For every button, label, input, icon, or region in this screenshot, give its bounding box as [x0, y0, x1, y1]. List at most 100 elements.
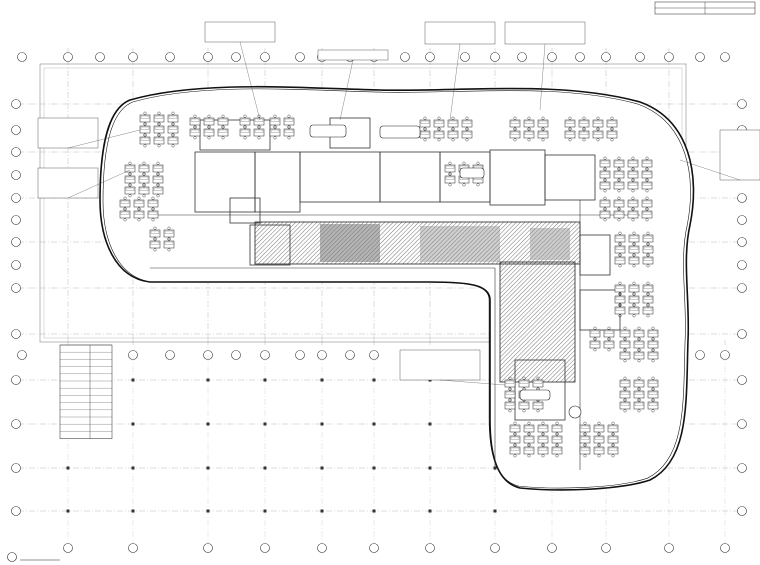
chair	[618, 314, 622, 318]
grid-bubble-left	[11, 506, 21, 516]
chair	[123, 196, 127, 200]
column-marker	[131, 422, 135, 426]
chair	[156, 194, 160, 198]
chair	[243, 136, 247, 140]
grid-bubble-top	[400, 52, 410, 62]
chair	[221, 136, 225, 140]
desk-divider	[620, 352, 630, 356]
desk-divider	[150, 241, 160, 245]
grid-bubble-top	[460, 52, 470, 62]
desk-divider	[594, 425, 604, 429]
chair	[651, 348, 655, 352]
desk-divider	[552, 447, 562, 451]
chair	[151, 207, 155, 211]
chair	[508, 387, 512, 391]
conference-table	[309, 124, 347, 138]
column-marker	[66, 466, 70, 470]
chair	[611, 454, 615, 458]
grid-bubble-left	[11, 125, 21, 135]
chair	[257, 136, 261, 140]
callout-leader	[67, 129, 141, 149]
desk-divider	[505, 402, 515, 406]
chair	[171, 111, 175, 115]
chair	[137, 218, 141, 222]
desk-divider	[614, 211, 624, 215]
chair	[637, 387, 641, 391]
desk-divider	[628, 160, 638, 164]
callout-leader	[679, 159, 741, 181]
desk-divider	[254, 129, 264, 133]
floor-outline-inner	[102, 88, 691, 489]
desk-divider	[524, 447, 534, 451]
chair	[617, 156, 621, 160]
chair	[437, 127, 441, 131]
desk-divider	[608, 425, 618, 429]
desk-divider	[615, 235, 625, 239]
column-marker	[372, 378, 376, 382]
desk-divider	[445, 176, 455, 180]
callout-box	[37, 117, 99, 149]
desk-divider	[240, 118, 250, 122]
chair	[603, 167, 607, 171]
desk-divider	[648, 380, 658, 384]
desk-divider	[634, 341, 644, 345]
chair	[632, 281, 636, 285]
desk-divider	[600, 182, 610, 186]
desk-divider	[628, 211, 638, 215]
grid-bubble-left	[11, 170, 21, 180]
chair	[637, 359, 641, 363]
chair	[617, 207, 621, 211]
chair	[611, 432, 615, 436]
chair	[273, 125, 277, 129]
callout-box	[504, 21, 586, 45]
chair	[583, 421, 587, 425]
grid-bubble-top	[63, 52, 73, 62]
desk-divider	[552, 425, 562, 429]
chair	[541, 421, 545, 425]
chair	[513, 432, 517, 436]
grid-bubble-top	[128, 52, 138, 62]
grid-bubble-right	[737, 193, 747, 203]
chair	[513, 116, 517, 120]
grid-bubble-bottom	[17, 350, 27, 360]
desk-divider	[580, 447, 590, 451]
desk-divider	[510, 447, 520, 451]
chair	[156, 161, 160, 165]
desk-divider	[164, 230, 174, 234]
chair	[128, 194, 132, 198]
desk-divider	[600, 160, 610, 164]
desk-divider	[620, 391, 630, 395]
chair	[257, 125, 261, 129]
column-marker	[131, 466, 135, 470]
chair	[151, 218, 155, 222]
chair	[623, 398, 627, 402]
chair	[437, 116, 441, 120]
grid-bubble-top	[425, 52, 435, 62]
desk-divider	[125, 187, 135, 191]
desk-divider	[139, 165, 149, 169]
core-dark	[320, 224, 380, 262]
column-marker	[206, 509, 210, 513]
grid-bubble-top	[260, 52, 270, 62]
desk-divider	[140, 137, 150, 141]
chair	[167, 226, 171, 230]
chair	[603, 196, 607, 200]
chair	[623, 337, 627, 341]
chair	[631, 189, 635, 193]
desk-divider	[648, 341, 658, 345]
desk-divider	[148, 200, 158, 204]
grid-bubble-bottom	[165, 350, 175, 360]
chair	[527, 421, 531, 425]
desk-divider	[607, 131, 617, 135]
desk-divider	[505, 380, 515, 384]
chair	[513, 127, 517, 131]
desk-divider	[600, 211, 610, 215]
chair	[631, 196, 635, 200]
callout-box	[37, 167, 99, 199]
desk-divider	[642, 182, 652, 186]
chair	[522, 409, 526, 413]
chair	[476, 161, 480, 165]
chair	[555, 421, 559, 425]
